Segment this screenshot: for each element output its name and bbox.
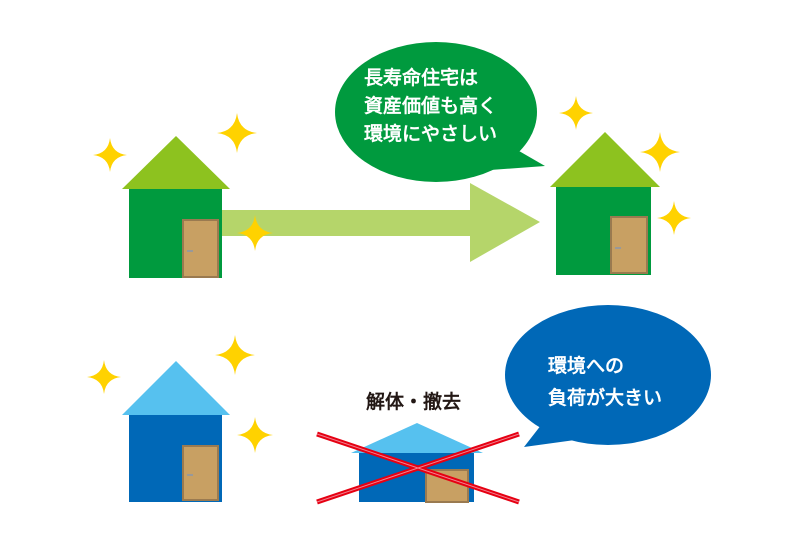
sparkle-icon bbox=[640, 132, 680, 172]
roof bbox=[122, 136, 230, 189]
bubble-line: 長寿命住宅は bbox=[364, 67, 479, 89]
bubble-line: 環境への bbox=[548, 355, 625, 377]
door bbox=[182, 219, 219, 278]
long-life-house-before bbox=[122, 136, 230, 278]
door-handle bbox=[187, 250, 193, 252]
bubble-line: 環境にやさしい bbox=[364, 123, 498, 145]
sparkle-icon bbox=[217, 113, 257, 153]
arrow bbox=[222, 183, 540, 262]
door bbox=[610, 216, 648, 274]
demolished-house bbox=[316, 423, 520, 505]
sparkle-icon bbox=[87, 360, 121, 394]
demolition-label: 解体・撤去 bbox=[366, 391, 462, 413]
door-handle bbox=[615, 247, 621, 249]
roof bbox=[122, 361, 230, 415]
roof bbox=[550, 132, 660, 187]
top-bubble-text: 長寿命住宅は 資産価値も高く 環境にやさしい bbox=[364, 64, 497, 148]
speech-bubble-blue bbox=[505, 305, 711, 447]
door-handle bbox=[187, 474, 193, 476]
bottom-bubble-text: 環境への 負荷が大きい bbox=[548, 350, 662, 414]
sparkle-icon bbox=[93, 138, 127, 172]
speech-bubble-green bbox=[335, 42, 545, 182]
sparkle-icon bbox=[215, 335, 255, 375]
cross-mark-icon bbox=[316, 431, 520, 505]
sparkle-icon bbox=[657, 201, 691, 235]
roof bbox=[351, 423, 483, 453]
sparkle-icon bbox=[559, 96, 593, 130]
sparkle-icon bbox=[237, 417, 273, 453]
long-life-house-after bbox=[550, 132, 660, 275]
bubble-line: 資産価値も高く bbox=[364, 95, 498, 117]
regular-house bbox=[122, 361, 230, 502]
door bbox=[182, 445, 219, 501]
bubble-line: 負荷が大きい bbox=[548, 387, 663, 409]
